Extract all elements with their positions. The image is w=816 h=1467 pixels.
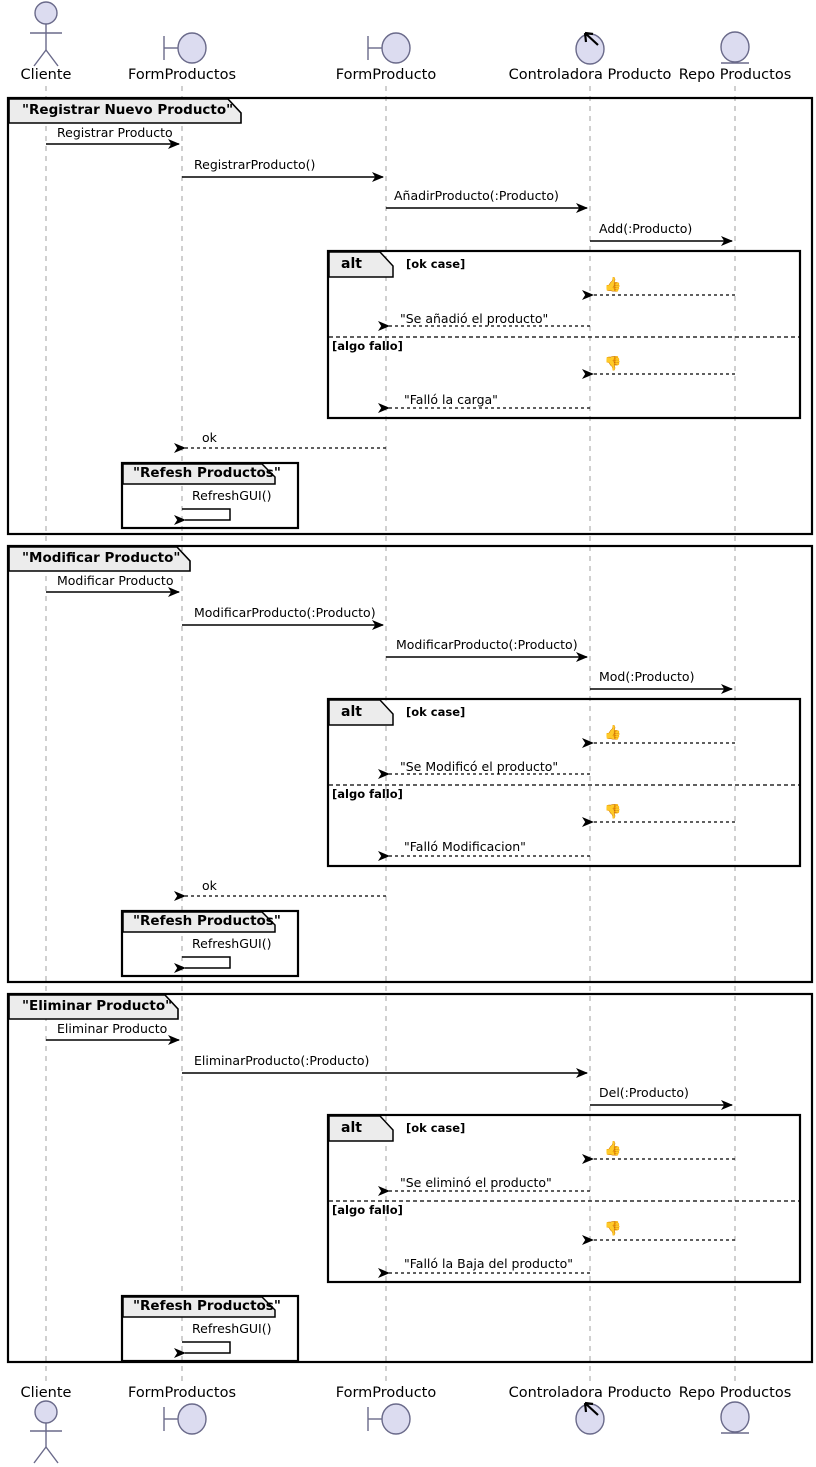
self-message-label: RefreshGUI() xyxy=(192,488,272,503)
participant-label-formproducto-footer: FormProducto xyxy=(335,1385,437,1401)
participant-label-formproductos: FormProductos xyxy=(127,67,237,83)
group-frame-modificar xyxy=(6,544,814,984)
lifelines xyxy=(45,86,736,1382)
boundary-icon-formproductos-footer xyxy=(163,1403,207,1435)
messages-modificar xyxy=(46,587,733,694)
alt-guard-label: [ok case] xyxy=(406,257,466,271)
self-message-arrow xyxy=(174,1341,231,1358)
control-icon-controladora xyxy=(575,31,605,65)
alt-guard-label: [algo fallo] xyxy=(332,339,403,353)
group-title-modificar: "Modificar Producto" xyxy=(22,550,181,566)
alt-guard-label: [ok case] xyxy=(406,705,466,719)
message-label: Del(:Producto) xyxy=(599,1085,689,1100)
participant-label-formproductos-footer: FormProductos xyxy=(127,1385,237,1401)
alt-guard-label: [algo fallo] xyxy=(332,1203,403,1217)
alt-operator-label: alt xyxy=(341,704,362,720)
participant-label-cliente-footer: Cliente xyxy=(20,1385,72,1401)
message-label: Registrar Producto xyxy=(57,125,173,140)
message-label: "Se añadió el producto" xyxy=(400,311,549,326)
alt-guard-label: [algo fallo] xyxy=(332,787,403,801)
message-label: EliminarProducto(:Producto) xyxy=(194,1053,370,1068)
group-title-registrar: "Registrar Nuevo Producto" xyxy=(22,102,234,118)
message-label: AñadirProducto(:Producto) xyxy=(394,188,559,203)
messages-eliminar xyxy=(46,1035,733,1110)
self-message-label: RefreshGUI() xyxy=(192,1321,272,1336)
reply-label: ok xyxy=(202,878,217,893)
entity-icon-repo-footer xyxy=(720,1401,750,1434)
messages-registrar xyxy=(46,139,733,246)
participant-label-cliente: Cliente xyxy=(20,67,72,83)
reply-label: ok xyxy=(202,430,217,445)
group-frame-registrar xyxy=(6,96,814,536)
actor-stick-figure-icon-footer xyxy=(30,1400,62,1464)
thumbs-down-icon: 👎 xyxy=(604,804,622,820)
message-label: Mod(:Producto) xyxy=(599,669,695,684)
group-frame-eliminar xyxy=(6,992,814,1364)
alt-operator-label: alt xyxy=(341,1120,362,1136)
participant-label-controladora: Controladora Producto xyxy=(508,67,672,83)
boundary-icon-formproducto-footer xyxy=(367,1403,411,1435)
alt-operator-label: alt xyxy=(341,256,362,272)
participant-label-repo: Repo Productos xyxy=(678,67,792,83)
message-label: RegistrarProducto() xyxy=(194,157,316,172)
boundary-icon-formproductos xyxy=(163,32,207,64)
self-message-arrow xyxy=(174,956,231,973)
message-label: Add(:Producto) xyxy=(599,221,693,236)
entity-icon-repo xyxy=(720,31,750,64)
participant-label-repo-footer: Repo Productos xyxy=(678,1385,792,1401)
refresh-fragment-modificar xyxy=(120,909,300,978)
message-label: "Falló la Baja del producto" xyxy=(404,1256,574,1271)
control-icon-controladora-footer xyxy=(575,1401,605,1435)
message-label: "Se Modificó el producto" xyxy=(400,759,559,774)
thumbs-down-icon: 👎 xyxy=(604,1221,622,1237)
refresh-fragment-title: "Refesh Productos" xyxy=(133,1298,281,1314)
self-message-label: RefreshGUI() xyxy=(192,936,272,951)
actor-stick-figure-icon xyxy=(30,1,62,67)
message-label: ModificarProducto(:Producto) xyxy=(194,605,376,620)
thumbs-down-icon: 👎 xyxy=(604,356,622,372)
participant-label-formproducto: FormProducto xyxy=(335,67,437,83)
group-title-eliminar: "Eliminar Producto" xyxy=(22,998,173,1014)
alt-fragment-registrar xyxy=(326,249,802,420)
boundary-icon-formproducto xyxy=(367,32,411,64)
thumbs-up-icon: 👍 xyxy=(604,1141,622,1157)
message-label: "Falló Modificacion" xyxy=(404,839,526,854)
message-label: Eliminar Producto xyxy=(57,1021,168,1036)
self-message-arrow xyxy=(174,508,231,525)
alt-guard-label: [ok case] xyxy=(406,1121,466,1135)
thumbs-up-icon: 👍 xyxy=(604,725,622,741)
alt-fragment-eliminar xyxy=(326,1113,802,1284)
message-label: ModificarProducto(:Producto) xyxy=(396,637,578,652)
participant-label-controladora-footer: Controladora Producto xyxy=(508,1385,672,1401)
header-icons xyxy=(30,1,750,67)
refresh-fragment-title: "Refesh Productos" xyxy=(133,913,281,929)
refresh-fragment-registrar xyxy=(120,461,300,530)
thumbs-up-icon: 👍 xyxy=(604,277,622,293)
footer-icons xyxy=(30,1400,750,1464)
alt-fragment-modificar xyxy=(326,697,802,868)
refresh-fragment-eliminar xyxy=(120,1294,300,1363)
refresh-fragment-title: "Refesh Productos" xyxy=(133,465,281,481)
message-label: "Se eliminó el producto" xyxy=(400,1175,552,1190)
message-label: Modificar Producto xyxy=(57,573,174,588)
message-label: "Falló la carga" xyxy=(404,392,498,407)
